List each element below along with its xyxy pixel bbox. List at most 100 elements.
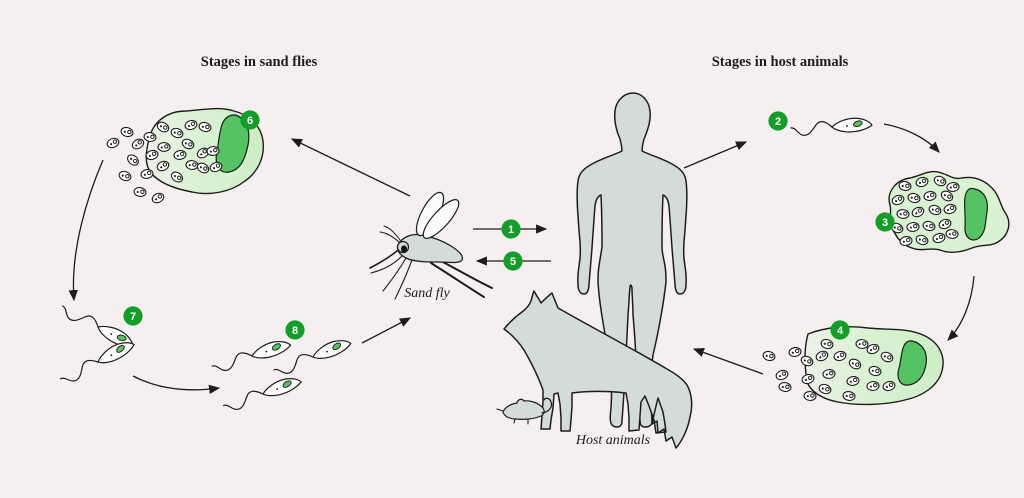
amastigote: [911, 206, 925, 218]
human-silhouette: [576, 92, 688, 428]
amastigote: [906, 222, 920, 232]
amastigote: [133, 186, 147, 198]
amastigote: [848, 358, 862, 370]
amastigote: [833, 350, 847, 362]
stage-badge-2: 2: [768, 111, 788, 131]
stage-badge-1: 1: [501, 219, 521, 239]
stage-badge-3: 3: [875, 212, 895, 232]
amastigote: [855, 339, 869, 349]
stage8-promastigote-3: [222, 378, 302, 411]
stage-badge-4: 4: [830, 320, 850, 340]
amastigote: [866, 381, 880, 391]
amastigote: [896, 209, 910, 219]
arrow-stage6-to-stage7: [68, 159, 104, 302]
amastigote: [170, 127, 184, 139]
amastigote: [184, 119, 198, 131]
stage-badge-5: 5: [503, 251, 523, 271]
arrow-human-to-stage2: [683, 141, 748, 169]
amastigote: [762, 350, 776, 362]
arrow-stage3-to-stage4: [947, 275, 975, 341]
amastigote: [880, 351, 894, 363]
amastigote: [945, 229, 959, 239]
amastigote: [120, 126, 134, 138]
amastigote: [209, 161, 223, 173]
stage-number: 8: [292, 325, 298, 337]
stage-badge-6: 6: [240, 110, 260, 130]
flow-arrows: [68, 123, 975, 394]
amastigote: [846, 375, 860, 387]
stage6-nucleus: [215, 114, 250, 173]
host-animals-label: Host animals: [575, 433, 651, 448]
rat-silhouette: [496, 397, 553, 425]
amastigote: [170, 171, 184, 183]
dog-silhouette: [503, 290, 693, 449]
amastigote: [922, 220, 936, 232]
fly-wing: [422, 199, 460, 239]
amastigote: [923, 190, 937, 202]
stage-number: 3: [882, 217, 888, 229]
fly-eye: [401, 245, 407, 253]
promastigote-parasites: [59, 117, 873, 411]
arrow-stage7-to-stage8: [132, 375, 221, 394]
amastigote: [140, 168, 154, 180]
amastigote: [181, 138, 195, 150]
stage3-nucleus: [964, 187, 989, 241]
amastigote: [822, 369, 836, 379]
amastigote: [106, 137, 120, 149]
amastigote: [932, 232, 946, 244]
amastigote: [157, 142, 171, 152]
amastigote: [198, 121, 212, 133]
arrow-stage8-to-sandfly: [361, 317, 412, 344]
stage-number: 7: [130, 311, 136, 323]
stage4-rupturing-cell: [804, 325, 944, 406]
amastigote: [815, 350, 829, 362]
stage7-promastigote-lower: [59, 342, 135, 382]
stage8-promastigote-1: [211, 340, 292, 372]
stage-number: 6: [247, 115, 253, 127]
amastigote: [943, 203, 957, 215]
amastigote: [131, 138, 145, 150]
amastigote: [946, 182, 960, 192]
stage4-nucleus: [897, 340, 927, 386]
stage-number: 4: [837, 325, 844, 337]
arrow-stage4-to-dog: [692, 347, 764, 375]
amastigote: [940, 190, 954, 202]
amastigote: [127, 154, 139, 166]
amastigote: [907, 192, 921, 204]
stage-number: 1: [508, 224, 514, 236]
amastigote: [778, 381, 792, 393]
arrow-sandfly-to-stage6: [290, 138, 411, 197]
amastigote: [185, 160, 199, 170]
amastigote: [928, 204, 942, 216]
stage8-promastigote-2: [273, 340, 352, 374]
stage-number: 5: [510, 256, 516, 268]
stage-number: 2: [775, 116, 781, 128]
amastigote: [842, 390, 856, 402]
amastigote: [143, 131, 157, 143]
amastigote: [151, 192, 165, 204]
amastigote: [898, 180, 912, 192]
amastigote: [938, 218, 952, 230]
amastigote: [868, 365, 882, 377]
amastigote: [891, 194, 905, 206]
amastigote: [145, 149, 159, 161]
arrow-stage2-to-stage3: [883, 123, 940, 153]
amastigote: [820, 338, 834, 350]
sand-fly-illustration: [369, 191, 493, 300]
amastigote: [899, 235, 913, 247]
amastigote-clusters: [106, 119, 960, 402]
amastigote: [156, 121, 170, 133]
stage-badge-8: 8: [285, 320, 305, 340]
amastigote: [156, 160, 170, 172]
amastigote: [206, 146, 220, 156]
amastigote: [818, 383, 832, 395]
amastigote: [788, 346, 802, 358]
amastigote: [801, 373, 815, 385]
sand-fly-label: Sand fly: [404, 286, 450, 301]
title-stages-in-host-animals: Stages in host animals: [712, 54, 849, 70]
amastigote: [890, 222, 904, 234]
amastigote: [775, 369, 789, 381]
